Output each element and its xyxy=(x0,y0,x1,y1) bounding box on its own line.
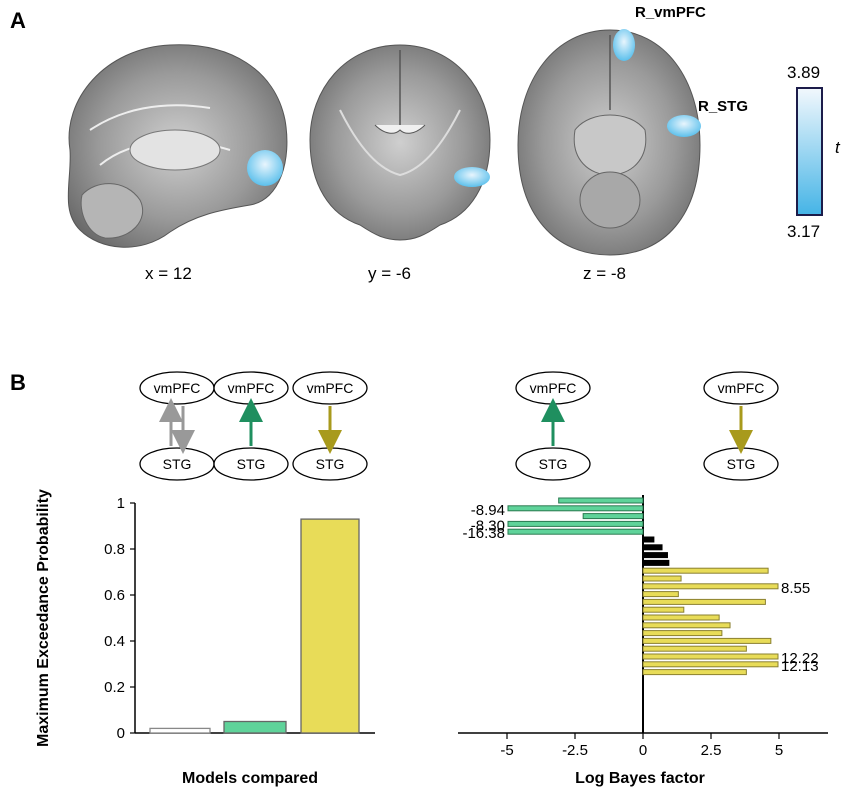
bayes-bar xyxy=(507,520,644,527)
panel-b-figure: vmPFC STG vmPFC STG vmPFC STG vmPFC STG … xyxy=(35,371,828,787)
colorbar-min: 3.17 xyxy=(787,222,821,241)
y-tick-label: 1 xyxy=(117,495,125,512)
model-top-down xyxy=(292,371,368,481)
panel-b-letter: B xyxy=(10,370,26,395)
x-tick-label: 5 xyxy=(775,742,783,759)
x-tick-label: -2.5 xyxy=(562,742,588,759)
bar-bottom-up xyxy=(223,720,287,734)
node-vmpfc xyxy=(703,371,779,405)
node-stg xyxy=(515,447,591,481)
colorbar-label: t xyxy=(835,138,840,157)
bayes-data-label: -16.38 xyxy=(462,525,505,542)
stg-activation-axial xyxy=(667,115,701,137)
bayes-bar xyxy=(642,653,779,660)
colorbar xyxy=(796,87,823,216)
node-label-vmpfc: vmPFC xyxy=(718,380,765,396)
bar-bidirectional xyxy=(149,727,211,734)
node-label-stg: STG xyxy=(727,456,756,472)
coord-axial: z = -8 xyxy=(583,264,626,283)
bayes-bar xyxy=(507,528,644,535)
bayes-bar xyxy=(558,497,644,504)
bayes-bar xyxy=(642,567,769,574)
node-label-stg: STG xyxy=(163,456,192,472)
node-label-stg: STG xyxy=(316,456,345,472)
coord-coronal: y = -6 xyxy=(368,264,411,283)
x-axis-label: Log Bayes factor xyxy=(575,770,705,787)
bayes-data-label: 8.55 xyxy=(781,580,810,597)
bayes-bar xyxy=(642,606,685,613)
bayes-bar xyxy=(642,591,679,598)
y-tick-label: 0.2 xyxy=(104,679,125,696)
node-label-vmpfc: vmPFC xyxy=(228,380,275,396)
bar-top-down xyxy=(300,518,360,734)
bayes-data-label: -8.30 xyxy=(471,517,505,534)
roi-label-stg: R_STG xyxy=(698,98,749,115)
x-tick-label: -5 xyxy=(500,742,513,759)
bayes-data-label: 12.22 xyxy=(781,650,819,667)
colorbar-max: 3.89 xyxy=(787,63,821,82)
y-tick-label: 0.8 xyxy=(104,541,125,558)
bayes-bar xyxy=(642,661,779,668)
sagittal-slice xyxy=(67,44,288,248)
node-label-stg: STG xyxy=(539,456,568,472)
x-tick-label: 2.5 xyxy=(701,742,722,759)
bayes-data-label: -8.94 xyxy=(471,502,505,519)
exceedance-chart: 0 0.2 0.4 0.6 0.8 1 Models compared Maximum E… xyxy=(35,489,375,787)
node-stg xyxy=(213,447,289,481)
vmpfc-activation-axial xyxy=(613,29,635,61)
bayes-data-label: 12.13 xyxy=(781,658,819,675)
bayes-bar xyxy=(642,637,772,644)
bayes-bar xyxy=(642,583,779,590)
y-tick-label: 0.6 xyxy=(104,587,125,604)
brain-slices xyxy=(67,29,823,256)
x-axis-label: Models compared xyxy=(182,770,318,787)
legend-top-down xyxy=(703,371,779,481)
bayes-bar xyxy=(507,505,644,512)
bayes-bar xyxy=(642,544,663,551)
legend-bottom-up xyxy=(515,371,591,481)
bayes-bar xyxy=(642,575,682,582)
stg-activation-coronal xyxy=(454,167,490,187)
bayes-bar xyxy=(642,622,731,629)
node-label-vmpfc: vmPFC xyxy=(530,380,577,396)
bayes-bar xyxy=(642,552,668,559)
bayes-factor-chart: -5 -2.5 0 2.5 5 -8.94-8.30-16.38 8.55 12.2212.… xyxy=(458,495,828,787)
axial-slice xyxy=(517,29,701,256)
bayes-bar xyxy=(642,630,723,637)
node-label-vmpfc: vmPFC xyxy=(307,380,354,396)
bayes-bar xyxy=(642,536,655,543)
node-label-vmpfc: vmPFC xyxy=(154,380,201,396)
node-label-stg: STG xyxy=(237,456,266,472)
bayes-bar xyxy=(582,513,644,520)
panel-a-letter: A xyxy=(10,8,26,33)
coronal-slice xyxy=(309,44,491,241)
coord-sagittal: x = 12 xyxy=(145,264,192,283)
vmpfc-activation-sagittal xyxy=(247,150,283,186)
bayes-bar xyxy=(642,598,766,605)
bayes-bar xyxy=(642,559,670,566)
bayes-bar xyxy=(642,669,747,676)
model-bottom-up xyxy=(213,371,289,481)
node-vmpfc xyxy=(292,371,368,405)
model-bidirectional xyxy=(139,371,215,481)
bayes-bar xyxy=(642,614,720,621)
y-axis-label: Maximum Exceedance Probability xyxy=(35,489,52,747)
bayes-bar xyxy=(642,645,747,652)
y-tick-label: 0.4 xyxy=(104,633,125,650)
y-tick-label: 0 xyxy=(117,725,125,742)
roi-label-vmpfc: R_vmPFC xyxy=(635,4,706,21)
x-tick-label: 0 xyxy=(639,742,647,759)
